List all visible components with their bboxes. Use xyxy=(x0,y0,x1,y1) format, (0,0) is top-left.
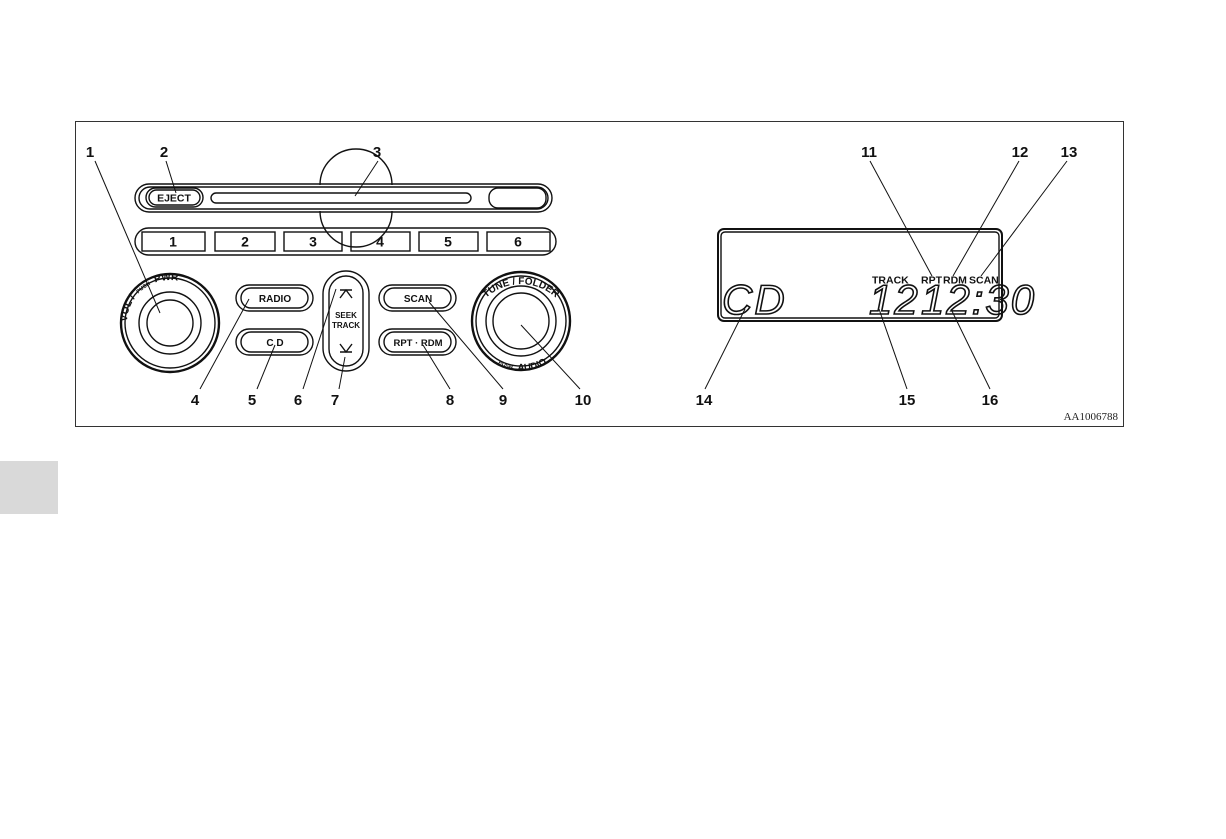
callout-4: 4 xyxy=(191,392,200,409)
push-audio-arc-label: PUSH AUDIO xyxy=(497,356,548,373)
callout-2: 2 xyxy=(160,144,168,161)
callout-11: 11 xyxy=(861,144,877,161)
tune-push-label: PUSH xyxy=(497,360,513,371)
eject-label: EJECT xyxy=(157,193,191,205)
rpt-rdm-label: RPT · RDM xyxy=(393,338,442,349)
preset-label-1: 1 xyxy=(169,234,177,250)
cd-label: C D xyxy=(266,338,283,349)
callout-10: 10 xyxy=(575,392,592,409)
display-track-number: 12 xyxy=(869,276,920,323)
callout-9: 9 xyxy=(499,392,507,409)
callout-5: 5 xyxy=(248,392,256,409)
radio-label: RADIO xyxy=(259,294,291,305)
callout-1: 1 xyxy=(86,144,94,161)
scan-label: SCAN xyxy=(404,294,432,305)
preset-label-6: 6 xyxy=(514,234,522,250)
preset-label-2: 2 xyxy=(241,234,249,250)
cd-slot xyxy=(211,193,471,203)
callout-16: 16 xyxy=(982,392,999,409)
callout-7: 7 xyxy=(331,392,339,409)
track-label: TRACK xyxy=(332,321,360,330)
slot-blank-button[interactable] xyxy=(489,188,546,208)
callout-12: 12 xyxy=(1012,144,1029,161)
seek-down-icon xyxy=(340,344,352,352)
display-mode-text: CD xyxy=(722,276,787,323)
audio-label: AUDIO xyxy=(517,356,548,373)
seek-label: SEEK xyxy=(335,311,357,320)
callout-15: 15 xyxy=(899,392,916,409)
figure-reference-code: AA1006788 xyxy=(1064,411,1119,423)
preset-label-5: 5 xyxy=(444,234,452,250)
callout-8: 8 xyxy=(446,392,454,409)
preset-label-4: 4 xyxy=(376,234,384,250)
callout-13: 13 xyxy=(1061,144,1078,161)
callout-3: 3 xyxy=(373,144,381,161)
display-time: 12:30 xyxy=(921,276,1036,323)
seek-up-icon xyxy=(340,290,352,298)
vol-label: VOL / xyxy=(119,293,138,322)
callout-14: 14 xyxy=(696,392,713,409)
preset-label-3: 3 xyxy=(309,234,317,250)
volume-power-knob[interactable] xyxy=(121,274,219,372)
callout-6: 6 xyxy=(294,392,302,409)
pwr-label: PWR xyxy=(153,272,180,286)
